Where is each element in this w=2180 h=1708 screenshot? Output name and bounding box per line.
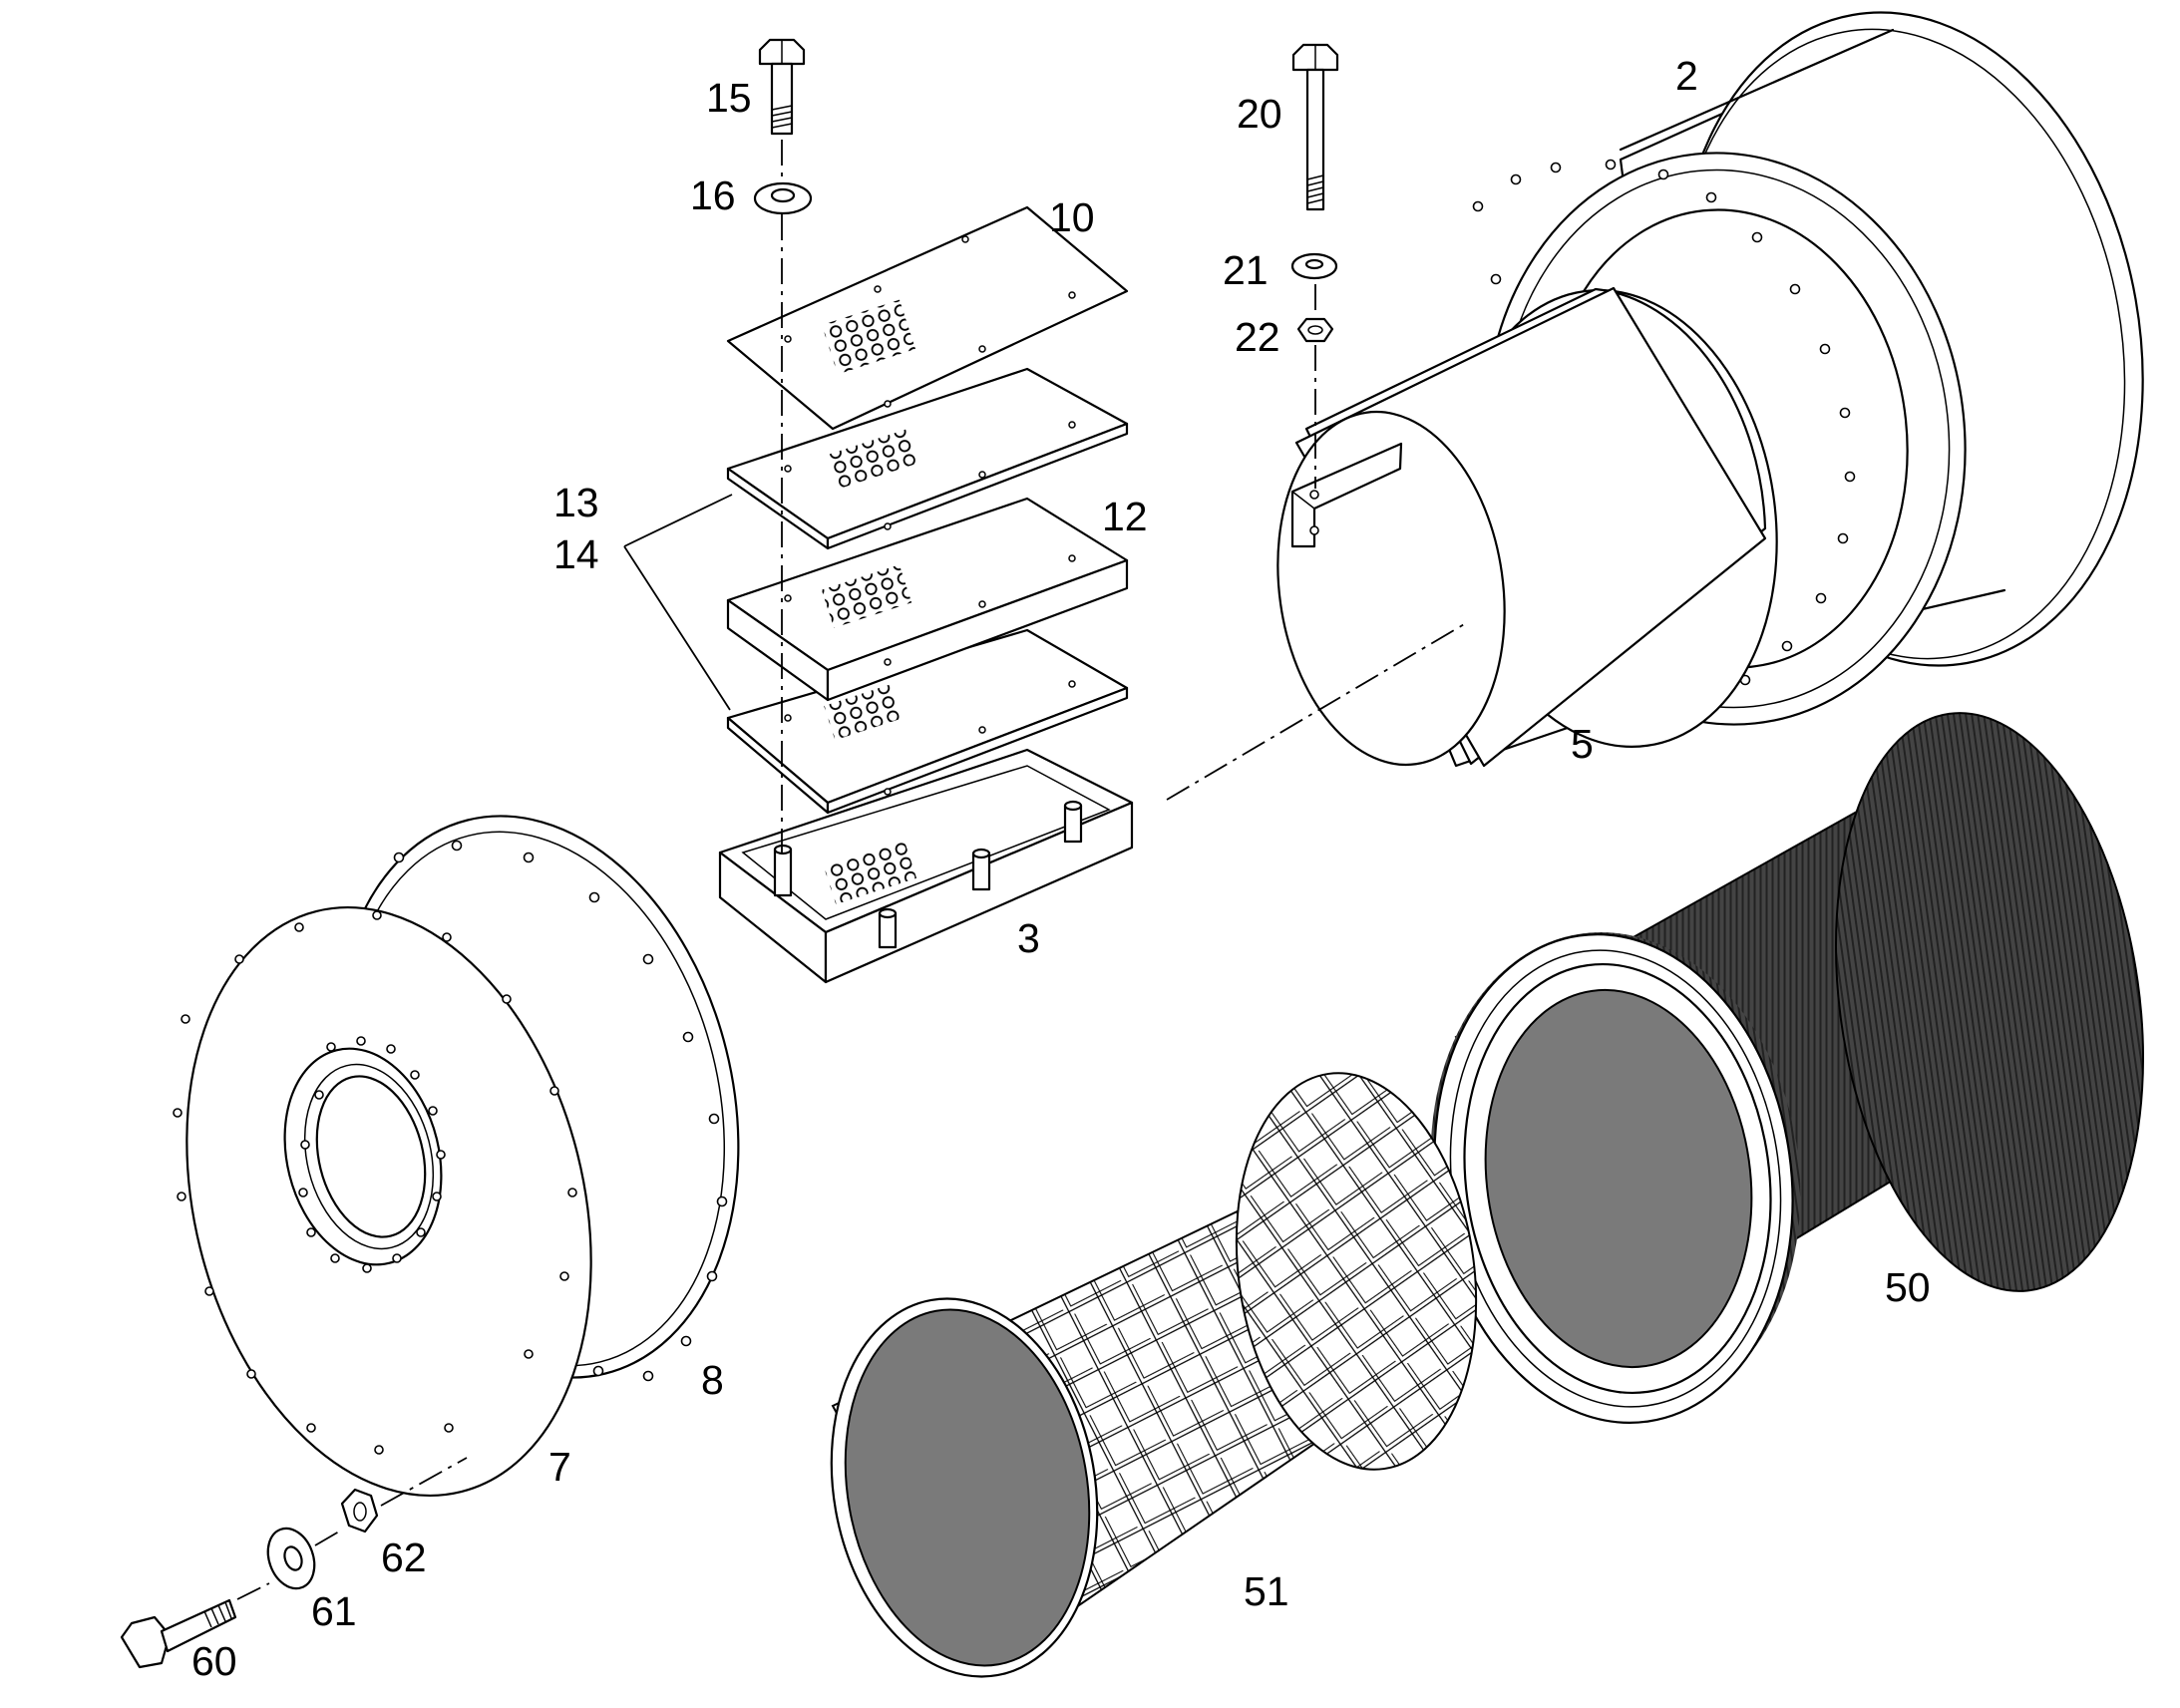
perforated-plate-2 <box>726 367 1129 550</box>
washer-part-16 <box>753 181 813 215</box>
callout-8: 8 <box>701 1357 724 1403</box>
perforated-plate-part-10 <box>726 205 1129 796</box>
callout-labels: 2 3 5 7 8 10 12 13 14 15 16 20 21 22 50 … <box>191 53 1931 1684</box>
callout-62: 62 <box>381 1535 427 1580</box>
bolt-part-20 <box>1291 43 1339 211</box>
nut-part-22 <box>1296 317 1334 343</box>
bolt-part-60 <box>120 1598 237 1669</box>
nut-part-62 <box>340 1488 379 1534</box>
main-filter-element-part-50 <box>1430 712 2144 1424</box>
tray-part-3 <box>718 748 1134 984</box>
bolt-part-15 <box>758 38 806 136</box>
assembly-center-lines <box>236 140 1467 1600</box>
callout-15: 15 <box>706 75 752 121</box>
perforated-plate-4 <box>726 628 1129 815</box>
perforated-plate-3 <box>726 497 1129 702</box>
callout-22: 22 <box>1235 314 1280 360</box>
callout-20: 20 <box>1237 91 1282 137</box>
inner-sleeve-part-5 <box>1276 286 1778 768</box>
element-cap-51 <box>844 1308 1091 1667</box>
element-cap-50 <box>1484 988 1753 1369</box>
callout-16: 16 <box>690 172 736 218</box>
callout-60: 60 <box>191 1638 237 1684</box>
washer-part-21 <box>1290 252 1338 280</box>
safety-element-part-51 <box>830 1072 1478 1678</box>
cover-part-7 <box>173 906 592 1497</box>
flange-bolt-holes <box>1472 159 1856 704</box>
callout-3: 3 <box>1017 915 1040 961</box>
callout-7: 7 <box>548 1444 571 1490</box>
callout-51: 51 <box>1244 1568 1289 1614</box>
callout-50: 50 <box>1885 1264 1931 1310</box>
callout-2: 2 <box>1675 53 1698 99</box>
callout-5: 5 <box>1571 721 1594 767</box>
callout-13: 13 <box>553 480 599 525</box>
callout-12: 12 <box>1102 494 1148 539</box>
callout-21: 21 <box>1223 247 1269 293</box>
washer-part-61 <box>266 1527 316 1590</box>
callout-10: 10 <box>1049 194 1095 240</box>
leader-lines <box>623 494 733 711</box>
callout-14: 14 <box>553 531 599 577</box>
callout-61: 61 <box>311 1588 357 1634</box>
